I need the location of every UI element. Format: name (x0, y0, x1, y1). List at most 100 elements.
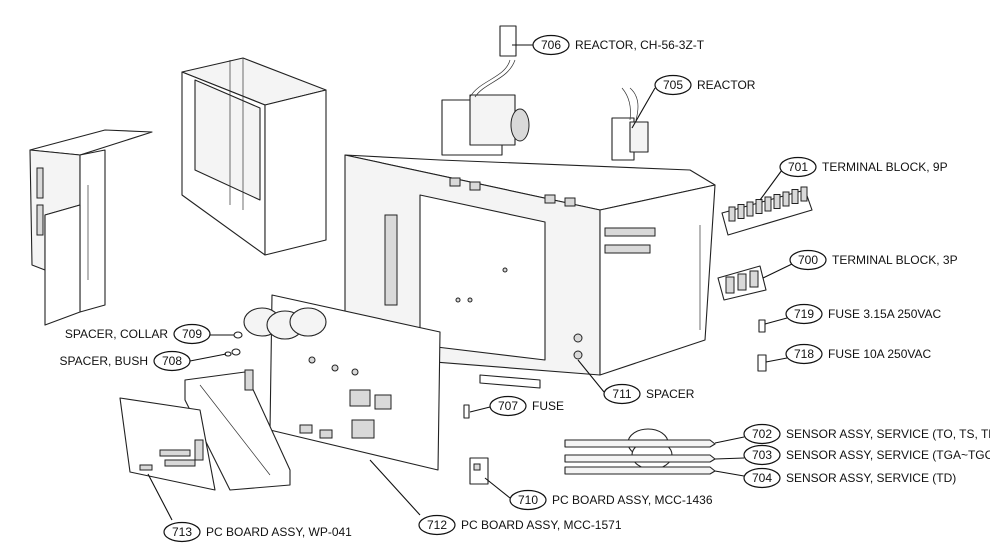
callout-number-718: 718 (794, 347, 814, 361)
callout-712: 712 PC BOARD ASSY, MCC-1571 (418, 514, 622, 536)
callout-number-707: 707 (498, 399, 518, 413)
fuse-718-part (757, 354, 767, 372)
callout-number-710: 710 (518, 493, 538, 507)
leader-line-713 (147, 473, 173, 521)
callout-number-702: 702 (752, 427, 772, 441)
spacers-part (224, 331, 243, 357)
callout-711: 711 SPACER (603, 383, 695, 405)
terminal-pin (782, 191, 790, 207)
callout-number-709: 709 (182, 327, 202, 341)
callout-badge-712 (418, 514, 456, 536)
callout-number-711: 711 (612, 387, 631, 401)
leader-line-701 (759, 169, 783, 201)
callout-label-702: SENSOR ASSY, SERVICE (TO, TS, TE) (786, 427, 990, 441)
callout-label-704: SENSOR ASSY, SERVICE (TD) (786, 471, 956, 485)
terminal-pin (755, 199, 763, 214)
leader-line-704 (714, 470, 745, 477)
board-bracket-part (184, 369, 291, 491)
callout-label-710: PC BOARD ASSY, MCC-1436 (552, 493, 713, 507)
callout-badge-700 (789, 249, 827, 271)
callout-label-718: FUSE 10A 250VAC (828, 347, 932, 361)
leader-line-711 (577, 359, 605, 393)
terminal-pin (746, 201, 754, 217)
sensor-assemblies-part (564, 428, 716, 475)
callout-709: 709 SPACER, COLLAR (65, 323, 211, 345)
callout-number-708: 708 (162, 354, 182, 368)
callout-label-706: REACTOR, CH-56-3Z-T (575, 38, 705, 52)
leader-line-707 (469, 406, 491, 413)
callout-number-712: 712 (427, 518, 447, 532)
callout-badge-705 (654, 74, 692, 96)
reactor-705-part (611, 87, 649, 161)
leader-lines (147, 44, 793, 521)
callout-badge-718 (785, 343, 823, 365)
leader-line-703 (714, 457, 745, 460)
fuse-707-part (463, 404, 470, 419)
callout-number-703: 703 (752, 448, 772, 462)
callout-number-713: 713 (172, 525, 192, 539)
callout-label-713: PC BOARD ASSY, WP-041 (206, 525, 352, 539)
leader-line-712 (369, 459, 421, 516)
callout-badge-711 (603, 383, 641, 405)
callout-label-701: TERMINAL BLOCK, 9P (822, 160, 948, 174)
callout-708: 708 SPACER, BUSH (60, 350, 191, 372)
callout-label-712: PC BOARD ASSY, MCC-1571 (461, 518, 622, 532)
leader-line-719 (764, 317, 788, 325)
callout-703: 703 SENSOR ASSY, SERVICE (TGA~TGC) (743, 444, 990, 466)
left-bracket-part (29, 129, 153, 326)
pc-board-mcc-1571-part (243, 294, 441, 471)
callout-badge-701 (779, 156, 817, 178)
callout-701: 701 TERMINAL BLOCK, 9P (779, 156, 948, 178)
reactor-706-part (441, 25, 530, 156)
terminal-pin (800, 186, 808, 202)
callout-label-708: SPACER, BUSH (60, 354, 148, 368)
terminal-pin (791, 189, 799, 204)
callout-718: 718 FUSE 10A 250VAC (785, 343, 932, 365)
callout-badge-719 (785, 303, 823, 325)
leader-line-718 (765, 357, 788, 363)
leader-line-702 (714, 436, 745, 444)
callout-label-719: FUSE 3.15A 250VAC (828, 307, 942, 321)
callout-number-700: 700 (798, 253, 818, 267)
callout-label-707: FUSE (532, 399, 564, 413)
callout-number-719: 719 (794, 307, 814, 321)
callout-705: 705 REACTOR (654, 74, 756, 96)
callout-number-706: 706 (541, 38, 561, 52)
terminal-pin (728, 206, 736, 222)
callout-badge-708 (153, 350, 191, 372)
callout-710: 710 PC BOARD ASSY, MCC-1436 (509, 489, 713, 511)
callout-713: 713 PC BOARD ASSY, WP-041 (163, 521, 352, 543)
leader-line-700 (762, 263, 793, 279)
terminal-pin (773, 194, 781, 209)
callout-706: 706 REACTOR, CH-56-3Z-T (532, 34, 705, 56)
callout-label-711: SPACER (646, 387, 695, 401)
callout-label-703: SENSOR ASSY, SERVICE (TGA~TGC) (786, 448, 990, 462)
callout-badge-709 (173, 323, 211, 345)
callout-number-704: 704 (752, 471, 772, 485)
callout-719: 719 FUSE 3.15A 250VAC (785, 303, 942, 325)
duct-enclosure-part (181, 57, 327, 256)
pc-board-wp-041-part (119, 397, 216, 491)
callout-badge-704 (743, 467, 781, 489)
fuse-719-part (758, 319, 766, 333)
callout-number-701: 701 (788, 160, 808, 174)
terminal-block-3p-part (717, 265, 767, 301)
callout-label-705: REACTOR (697, 78, 756, 92)
callout-label-709: SPACER, COLLAR (65, 327, 168, 341)
callout-number-705: 705 (663, 78, 683, 92)
callout-704: 704 SENSOR ASSY, SERVICE (TD) (743, 467, 956, 489)
callout-label-700: TERMINAL BLOCK, 3P (832, 253, 958, 267)
callout-700: 700 TERMINAL BLOCK, 3P (789, 249, 958, 271)
callout-badge-713 (163, 521, 201, 543)
callout-702: 702 SENSOR ASSY, SERVICE (TO, TS, TE) (743, 423, 990, 445)
main-chassis-part (344, 154, 716, 389)
terminal-pin (737, 204, 745, 219)
terminal-block-9p-part (721, 186, 813, 236)
terminal-pin (764, 196, 772, 212)
callout-badge-710 (509, 489, 547, 511)
pc-board-mcc-1436-part (469, 457, 489, 485)
callout-badge-703 (743, 444, 781, 466)
callout-707: 707 FUSE (489, 395, 564, 417)
